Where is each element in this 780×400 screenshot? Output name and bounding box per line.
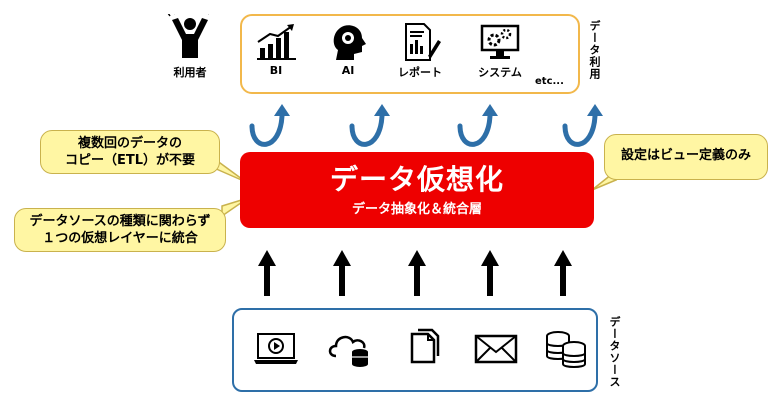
- callout-line: データソースの種類に関わらず: [29, 214, 211, 229]
- tool-label: AI: [341, 64, 355, 77]
- tool-system: システム: [472, 22, 528, 80]
- tool-label: システム: [478, 66, 522, 79]
- callout-one-layer: データソースの種類に関わらず １つの仮想レイヤーに統合: [14, 208, 226, 252]
- tool-ai: AI: [320, 22, 376, 77]
- system-icon: [480, 24, 520, 59]
- callout-view-only: 設定はビュー定義のみ: [604, 134, 768, 180]
- data-sources-side-label: データソース: [608, 316, 621, 388]
- data-virtualization-box: データ仮想化 データ抽象化＆統合層: [240, 152, 594, 228]
- data-use-side-label: データ利用: [588, 20, 601, 80]
- callout-line: 複数回のデータの: [77, 136, 182, 151]
- callout-line: １つの仮想レイヤーに統合: [42, 231, 198, 246]
- main-title: データ仮想化: [329, 163, 504, 196]
- bar-chart-icon: [257, 24, 296, 60]
- tool-label: レポート: [398, 66, 442, 79]
- tool-report: レポート: [392, 22, 448, 80]
- etc-label: etc...: [535, 76, 564, 87]
- video-laptop-icon: [254, 333, 298, 364]
- database-icon: [546, 331, 586, 368]
- curved-arrow: [249, 113, 598, 147]
- mail-icon: [474, 334, 518, 364]
- documents-icon: [410, 328, 440, 364]
- cloud-database-icon: [328, 335, 368, 367]
- tool-label: BI: [269, 64, 283, 77]
- tool-bi: BI: [248, 22, 304, 77]
- report-icon: [405, 23, 441, 61]
- callout-line: コピー（ETL）が不要: [64, 153, 196, 168]
- user-label: 利用者: [173, 66, 207, 79]
- data-use-box: BI AI レポート システム etc...: [240, 14, 580, 94]
- main-subtitle: データ抽象化＆統合層: [351, 202, 482, 217]
- black-arrows: [258, 250, 572, 296]
- data-sources-box: [232, 308, 598, 392]
- callout-no-copy: 複数回のデータの コピー（ETL）が不要: [40, 130, 220, 174]
- callout-line: 設定はビュー定義のみ: [620, 148, 751, 163]
- ai-head-icon: [333, 25, 366, 60]
